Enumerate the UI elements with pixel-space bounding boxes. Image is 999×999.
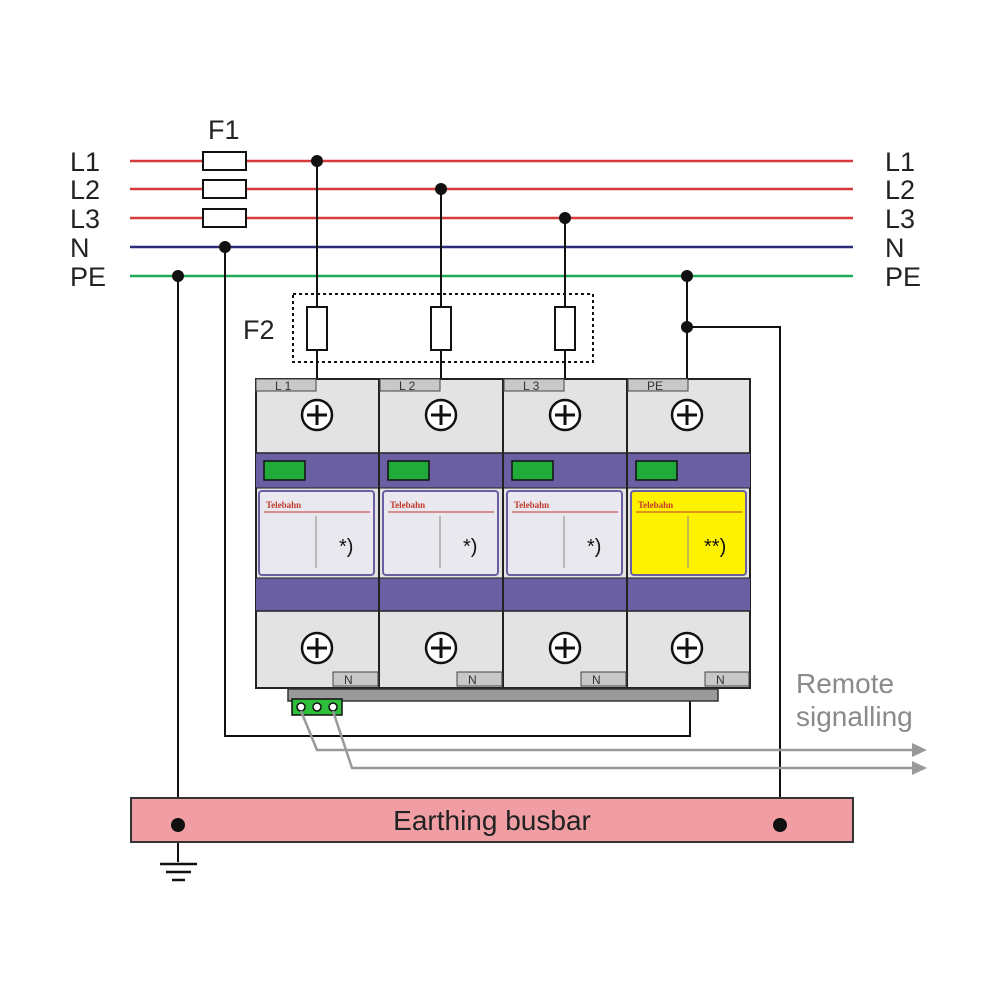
signal-wire-2 bbox=[331, 710, 912, 770]
module-top-label: L 2 bbox=[399, 379, 416, 393]
right-label-pe: PE bbox=[885, 262, 921, 292]
module-top-tab bbox=[379, 378, 441, 392]
module-top-tab bbox=[503, 378, 565, 392]
terminal-screw-icon bbox=[548, 398, 582, 432]
module-mark: *) bbox=[463, 536, 477, 558]
remote-signal-wires bbox=[299, 710, 912, 770]
terminal-screw-icon bbox=[300, 631, 334, 665]
module-top-tab bbox=[627, 378, 689, 392]
wiring bbox=[177, 161, 781, 862]
module-top-label: PE bbox=[647, 379, 663, 393]
n-rail-bar bbox=[287, 688, 719, 702]
module-top-label: L 1 bbox=[275, 379, 292, 393]
terminal-screw-icon bbox=[300, 398, 334, 432]
junction-pe-right bbox=[681, 270, 693, 282]
status-indicator bbox=[511, 460, 554, 481]
junction-n bbox=[219, 241, 231, 253]
left-label-l1: L1 bbox=[70, 147, 100, 177]
junction-l2 bbox=[435, 183, 447, 195]
fuse-f1-group: F1 bbox=[202, 115, 247, 228]
junction-l3 bbox=[559, 212, 571, 224]
fuse-f1-label: F1 bbox=[208, 115, 240, 145]
junction-l1 bbox=[311, 155, 323, 167]
module-bottom-tab bbox=[580, 671, 627, 687]
remote-contact-1 bbox=[296, 702, 306, 712]
module-bottom-tab bbox=[332, 671, 379, 687]
fuse-f1-l2 bbox=[202, 179, 247, 199]
left-line-labels: L1 L2 L3 N PE bbox=[70, 147, 106, 292]
left-label-pe: PE bbox=[70, 262, 106, 292]
wire-n-loop bbox=[224, 247, 691, 737]
busbar-label: Earthing busbar bbox=[393, 805, 591, 836]
left-label-n: N bbox=[70, 233, 90, 263]
module-mark: *) bbox=[587, 536, 601, 558]
n-rail bbox=[287, 688, 719, 716]
spd-module-l2: L 2 Telebahn *) N bbox=[379, 378, 503, 687]
busbar-bar bbox=[130, 797, 854, 843]
arrow-right-icon bbox=[912, 743, 927, 757]
terminal-screw-icon bbox=[424, 398, 458, 432]
status-indicator bbox=[635, 460, 678, 481]
module-brand: Telebahn bbox=[638, 500, 673, 510]
supply-lines bbox=[130, 159, 853, 278]
module-bottom-label: N bbox=[592, 673, 601, 687]
junction-pe-branch bbox=[681, 321, 693, 333]
fuse-f2-group: F2 bbox=[243, 293, 594, 363]
module-bottom-tab bbox=[456, 671, 503, 687]
module-bottom-tab bbox=[704, 671, 750, 687]
junction-busbar-left bbox=[171, 818, 185, 832]
spd-module-l1: L 1 Telebahn *) N bbox=[255, 378, 379, 687]
fuse-f2-l3 bbox=[554, 306, 576, 351]
module-bottom-label: N bbox=[468, 673, 477, 687]
remote-contact-2 bbox=[312, 702, 322, 712]
earthing-busbar: Earthing busbar bbox=[130, 797, 854, 843]
module-brand: Telebahn bbox=[390, 500, 425, 510]
status-indicator bbox=[263, 460, 306, 481]
left-label-l2: L2 bbox=[70, 175, 100, 205]
junction-pe-left bbox=[172, 270, 184, 282]
module-mark: *) bbox=[339, 536, 353, 558]
right-label-l1: L1 bbox=[885, 147, 915, 177]
module-top-label: L 3 bbox=[523, 379, 540, 393]
right-label-l3: L3 bbox=[885, 204, 915, 234]
spd-module-pe: PE Telebahn **) N bbox=[627, 378, 750, 687]
status-indicator bbox=[387, 460, 430, 481]
terminal-screw-icon bbox=[670, 398, 704, 432]
module-brand: Telebahn bbox=[266, 500, 301, 510]
right-label-l2: L2 bbox=[885, 175, 915, 205]
remote-signalling-line2: signalling bbox=[796, 701, 913, 732]
left-label-l3: L3 bbox=[70, 204, 100, 234]
spd-module-l3: L 3 Telebahn *) N bbox=[503, 378, 627, 687]
signal-wire-1 bbox=[299, 710, 912, 752]
remote-signalling-line1: Remote bbox=[796, 668, 894, 699]
fuse-f2-l1 bbox=[306, 306, 328, 351]
fuse-f2-box bbox=[292, 293, 594, 363]
terminal-screw-icon bbox=[670, 631, 704, 665]
wire-pe-to-busbar bbox=[687, 326, 781, 825]
module-top-tab bbox=[255, 378, 317, 392]
right-label-n: N bbox=[885, 233, 905, 263]
terminal-screw-icon bbox=[424, 631, 458, 665]
fuse-f2-l2 bbox=[430, 306, 452, 351]
module-mark: **) bbox=[704, 536, 726, 558]
right-line-labels: L1 L2 L3 N PE bbox=[885, 147, 921, 292]
module-brand: Telebahn bbox=[514, 500, 549, 510]
module-bottom-label: N bbox=[716, 673, 725, 687]
fuse-f1-l3 bbox=[202, 208, 247, 228]
fuse-f1-l1 bbox=[202, 151, 247, 171]
arrow-right-icon bbox=[912, 761, 927, 775]
ground-icon bbox=[160, 862, 197, 882]
module-bottom-label: N bbox=[344, 673, 353, 687]
terminal-screw-icon bbox=[548, 631, 582, 665]
junction-busbar-right bbox=[773, 818, 787, 832]
fuse-f2-label: F2 bbox=[243, 315, 275, 345]
remote-contact-3 bbox=[328, 702, 338, 712]
